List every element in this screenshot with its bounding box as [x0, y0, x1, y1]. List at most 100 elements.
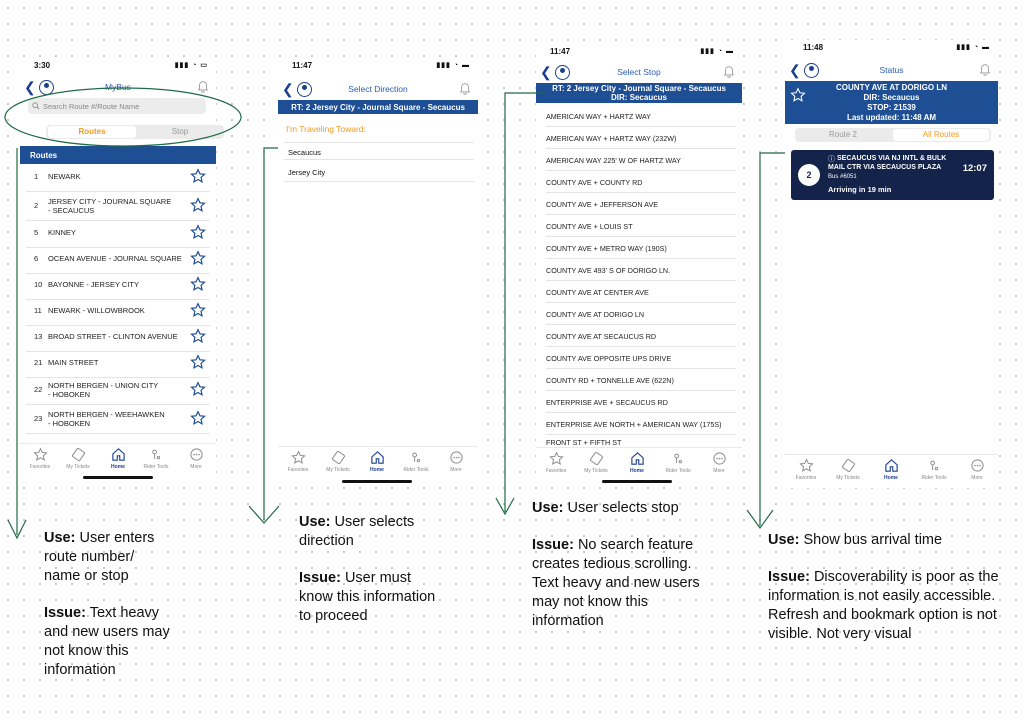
search-input[interactable]: Search Route #/Route Name	[28, 98, 206, 114]
stop-row[interactable]: AMERICAN WAY + HARTZ WAY (232W)	[546, 127, 736, 149]
route-row-3[interactable]: 5 KINNEY	[26, 224, 210, 248]
status-time: 11:48	[803, 43, 824, 52]
star-icon[interactable]	[190, 354, 206, 370]
tab-more[interactable]: More	[178, 447, 214, 470]
tab-favorites[interactable]: Favorites	[22, 447, 58, 470]
arrow-2	[263, 147, 278, 520]
back-icon[interactable]: ❮	[789, 62, 801, 78]
stop-id: STOP: 21539	[867, 103, 916, 112]
toggle-routes[interactable]: Routes	[48, 126, 136, 138]
stop-row[interactable]: AMERICAN WAY + HARTZ WAY	[546, 105, 736, 127]
tab-my-tickets[interactable]: My Tickets	[60, 447, 96, 470]
user-circle-icon[interactable]	[555, 65, 570, 80]
stop-row[interactable]: COUNTY AVE 493' S OF DORIGO LN.	[546, 259, 736, 281]
stop-row[interactable]: FRONT ST + FIFTH ST	[546, 438, 622, 447]
star-icon[interactable]	[190, 276, 206, 292]
user-circle-icon[interactable]	[297, 82, 312, 97]
tab-favorites[interactable]: Favorites	[788, 458, 824, 481]
use-label: Use:	[532, 500, 564, 516]
back-icon[interactable]: ❮	[540, 64, 552, 80]
star-icon[interactable]	[190, 250, 206, 266]
screen-select-direction: 11:47 ▮▮▮ ◔ ▬ ❮ Select Direction RT: 2 J…	[278, 58, 478, 486]
stop-row[interactable]: COUNTY AVE AT CENTER AVE	[546, 281, 736, 303]
tab-home[interactable]: Home	[100, 447, 136, 470]
star-icon[interactable]	[190, 328, 206, 344]
direction-option-secaucus[interactable]: Secaucus	[284, 142, 474, 160]
stop-row[interactable]: COUNTY RD + TONNELLE AVE (622N)	[546, 369, 736, 391]
stop-row[interactable]: AMERICAN WAY 225' W OF HARTZ WAY	[546, 149, 736, 171]
ticket-icon	[589, 451, 603, 466]
back-icon[interactable]: ❮	[24, 79, 36, 95]
route-row-8[interactable]: 21 MAIN STREET	[26, 354, 210, 378]
user-circle-icon[interactable]	[804, 63, 819, 78]
note-1: Use: User enters route number/ name or s…	[44, 529, 174, 680]
star-icon[interactable]	[190, 224, 206, 240]
direction-option-jersey-city[interactable]: Jersey City	[284, 162, 474, 182]
route-row-4[interactable]: 6 OCEAN AVENUE - JOURNAL SQUARE	[26, 250, 210, 274]
bottom-tab-bar: Favorites My Tickets Home Rider Tools Mo…	[536, 447, 742, 484]
route-bar: RT: 2 Jersey City - Journal Square - Sec…	[536, 83, 742, 103]
tab-home[interactable]: Home	[619, 451, 655, 474]
tab-rider-tools[interactable]: Rider Tools	[398, 450, 434, 473]
route-name: BROAD STREET - CLINTON AVENUE	[48, 332, 178, 341]
stop-row[interactable]: COUNTY AVE + METRO WAY (190S)	[546, 237, 736, 259]
tab-more[interactable]: More	[959, 458, 995, 481]
stop-row[interactable]: COUNTY AVE AT DORIGO LN	[546, 303, 736, 325]
tab-favorites[interactable]: Favorites	[538, 451, 574, 474]
bell-icon[interactable]	[196, 79, 210, 93]
route-number: 6	[34, 254, 39, 263]
arrival-card[interactable]: 2 ⓘ SECAUCUS VIA NJ INTL & BULK MAIL CTR…	[791, 150, 994, 200]
stop-row[interactable]: COUNTY AVE OPPOSITE UPS DRIVE	[546, 347, 736, 369]
star-icon	[32, 447, 48, 461]
stop-row[interactable]: ENTERPRISE AVE + SECAUCUS RD	[546, 391, 736, 413]
tab-rider-tools[interactable]: Rider Tools	[916, 458, 952, 481]
star-icon[interactable]	[190, 381, 206, 397]
note-3-issue: No search feature creates tedious scroll…	[532, 537, 700, 629]
tab-all-routes[interactable]: All Routes	[893, 129, 989, 141]
tab-my-tickets[interactable]: My Tickets	[578, 451, 614, 474]
star-icon	[290, 450, 306, 464]
bell-icon[interactable]	[722, 64, 736, 78]
tab-rider-tools[interactable]: Rider Tools	[660, 451, 696, 474]
bell-icon[interactable]	[978, 62, 992, 76]
info-circle-icon: ⓘ	[828, 156, 835, 163]
tab-route-2[interactable]: Route 2	[828, 130, 858, 139]
route-row-6[interactable]: 11 NEWARK - WILLOWBROOK	[26, 302, 210, 326]
route-row-10[interactable]: 23 NORTH BERGEN - WEEHAWKEN- HOBOKEN	[26, 410, 210, 434]
bell-icon[interactable]	[458, 81, 472, 95]
route-row-7[interactable]: 13 BROAD STREET - CLINTON AVENUE	[26, 328, 210, 352]
ticket-icon	[841, 458, 855, 473]
note-2: Use: User selects direction Issue: User …	[299, 513, 439, 626]
route-row-2[interactable]: 2 JERSEY CITY - JOURNAL SQUARE- SECAUCUS	[26, 197, 210, 221]
tab-home[interactable]: Home	[873, 458, 909, 481]
stop-row[interactable]: ENTERPRISE AVE NORTH + AMERICAN WAY (175…	[546, 413, 736, 435]
star-icon[interactable]	[190, 197, 206, 213]
star-icon[interactable]	[790, 87, 806, 103]
route-row-5[interactable]: 10 BAYONNE - JERSEY CITY	[26, 276, 210, 300]
back-icon[interactable]: ❮	[282, 81, 294, 97]
tab-my-tickets[interactable]: My Tickets	[320, 450, 356, 473]
star-icon[interactable]	[190, 410, 206, 426]
more-icon	[449, 451, 463, 464]
home-indicator	[602, 480, 672, 483]
route-row-9[interactable]: 22 NORTH BERGEN - UNION CITY- HOBOKEN	[26, 381, 210, 405]
star-icon[interactable]	[190, 302, 206, 318]
route-number: 11	[34, 306, 42, 315]
tab-more[interactable]: More	[701, 451, 737, 474]
screen-select-stop: 11:47 ▮▮▮ ◔ ▬ ❮ Select Stop RT: 2 Jersey…	[536, 44, 742, 484]
stop-row[interactable]: COUNTY AVE + LOUIS ST	[546, 215, 736, 237]
tab-my-tickets[interactable]: My Tickets	[830, 458, 866, 481]
toggle-stop[interactable]: Stop	[171, 127, 189, 136]
tab-home[interactable]: Home	[359, 450, 395, 473]
tab-rider-tools[interactable]: Rider Tools	[138, 447, 174, 470]
signal-icon: ▮▮▮ ◔ ▭	[174, 62, 208, 69]
star-icon[interactable]	[190, 168, 206, 184]
stop-row[interactable]: COUNTY AVE AT SECAUCUS RD	[546, 325, 736, 347]
tab-more[interactable]: More	[438, 450, 474, 473]
stop-row[interactable]: COUNTY AVE + COUNTY RD	[546, 171, 736, 193]
status-time: 3:30	[34, 61, 51, 70]
tab-favorites[interactable]: Favorites	[280, 450, 316, 473]
stop-row[interactable]: COUNTY AVE + JEFFERSON AVE	[546, 193, 736, 215]
route-bar: RT: 2 Jersey City - Journal Square - Sec…	[278, 100, 478, 114]
route-row-1[interactable]: 1 NEWARK	[26, 168, 210, 192]
